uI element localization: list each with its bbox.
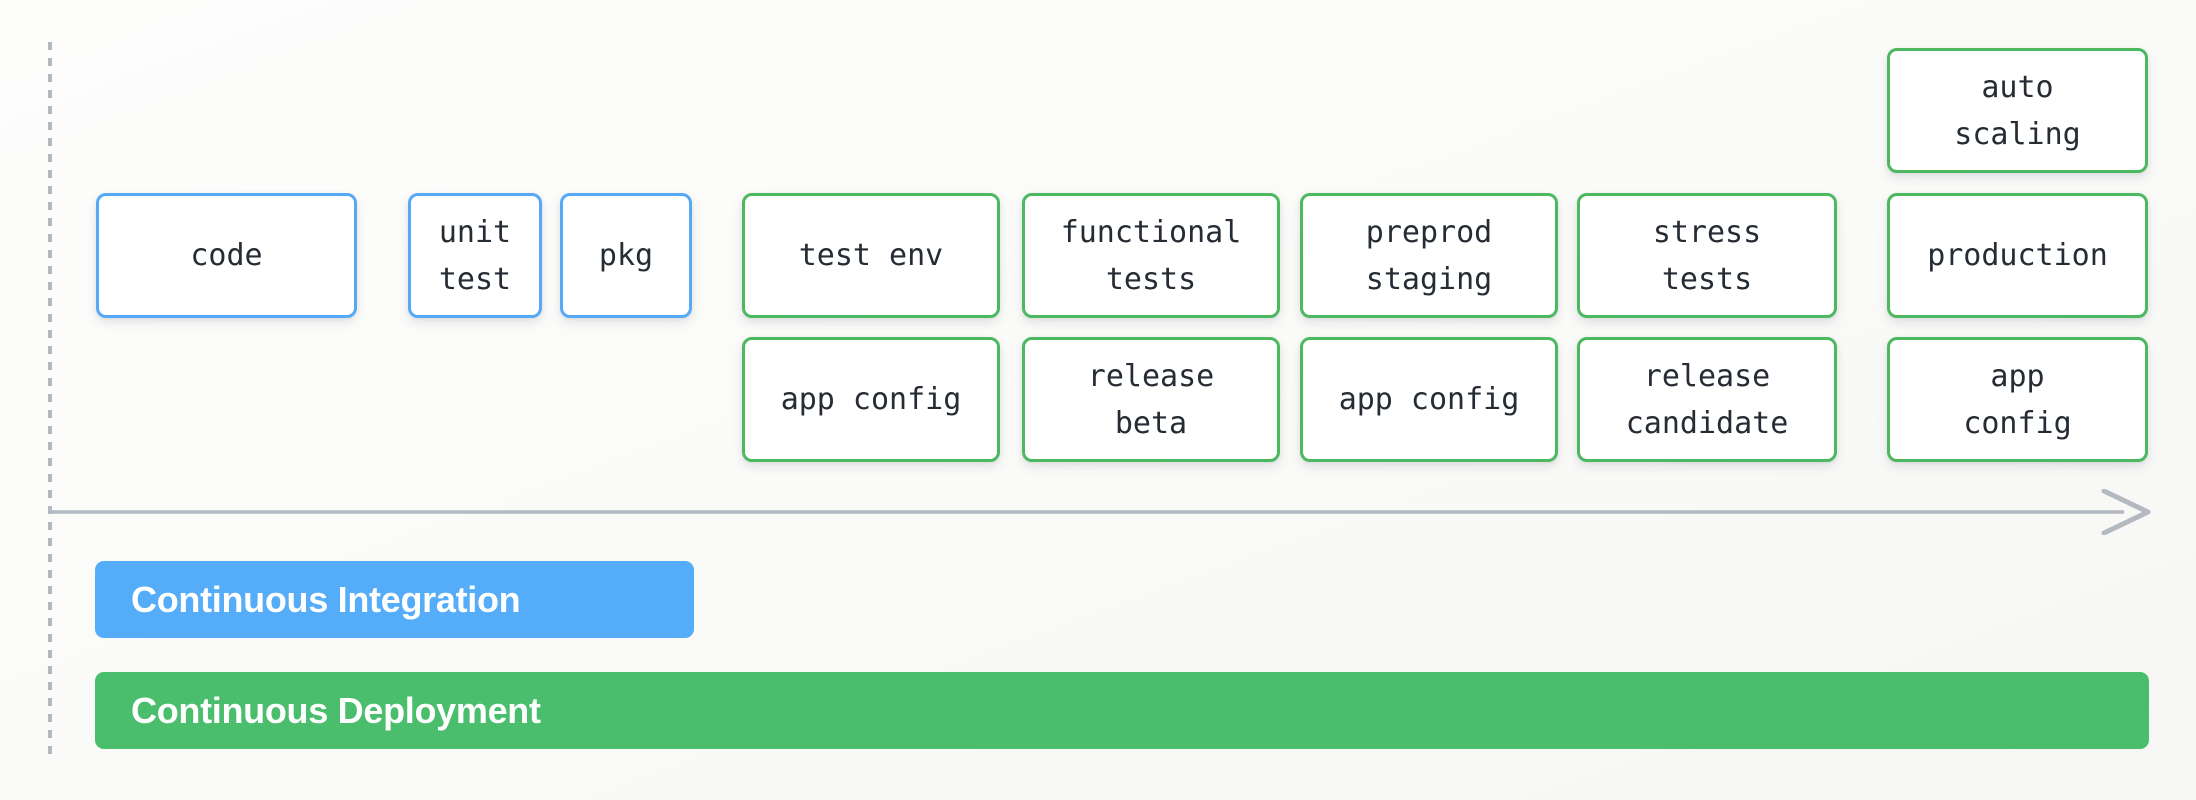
stage-label: code <box>190 238 263 273</box>
stage-box-app-config-test: app config <box>742 337 1000 462</box>
stage-box-stress-tests: stress tests <box>1577 193 1837 318</box>
stage-label: app config <box>1338 382 1520 417</box>
stage-box-release-candidate: release candidate <box>1577 337 1837 462</box>
stage-box-app-config-preprod: app config <box>1300 337 1558 462</box>
stage-box-code: code <box>96 193 357 318</box>
stage-box-unit-test: unit test <box>408 193 542 318</box>
stage-box-preprod-staging: preprod staging <box>1300 193 1558 318</box>
timeline-arrow-icon <box>50 489 2151 535</box>
stage-label: preprod staging <box>1365 214 1493 297</box>
stage-box-pkg: pkg <box>560 193 692 318</box>
stage-label: production <box>1927 238 2108 273</box>
stage-box-test-env: test env <box>742 193 1000 318</box>
stage-label: test env <box>798 238 944 273</box>
pipeline-start-dashed-line <box>48 42 52 758</box>
stage-label: release beta <box>1087 358 1215 441</box>
stage-label: pkg <box>598 238 654 273</box>
continuous-integration-banner: Continuous Integration <box>95 561 694 638</box>
stage-label: app config <box>780 382 962 417</box>
stage-label: functional tests <box>1060 214 1242 297</box>
stage-box-functional-tests: functional tests <box>1022 193 1280 318</box>
stage-label: app config <box>1963 358 2072 441</box>
stage-label: release candidate <box>1625 358 1789 441</box>
stage-box-release-beta: release beta <box>1022 337 1280 462</box>
continuous-deployment-banner-label: Continuous Deployment <box>131 689 541 731</box>
stage-label: stress tests <box>1652 214 1762 297</box>
stage-label: unit test <box>438 214 512 297</box>
stage-box-production: production <box>1887 193 2148 318</box>
continuous-deployment-banner: Continuous Deployment <box>95 672 2149 749</box>
stage-box-app-config-prod: app config <box>1887 337 2148 462</box>
stage-label: auto scaling <box>1954 69 2081 152</box>
continuous-integration-banner-label: Continuous Integration <box>131 578 521 620</box>
stage-box-auto-scaling: auto scaling <box>1887 48 2148 173</box>
